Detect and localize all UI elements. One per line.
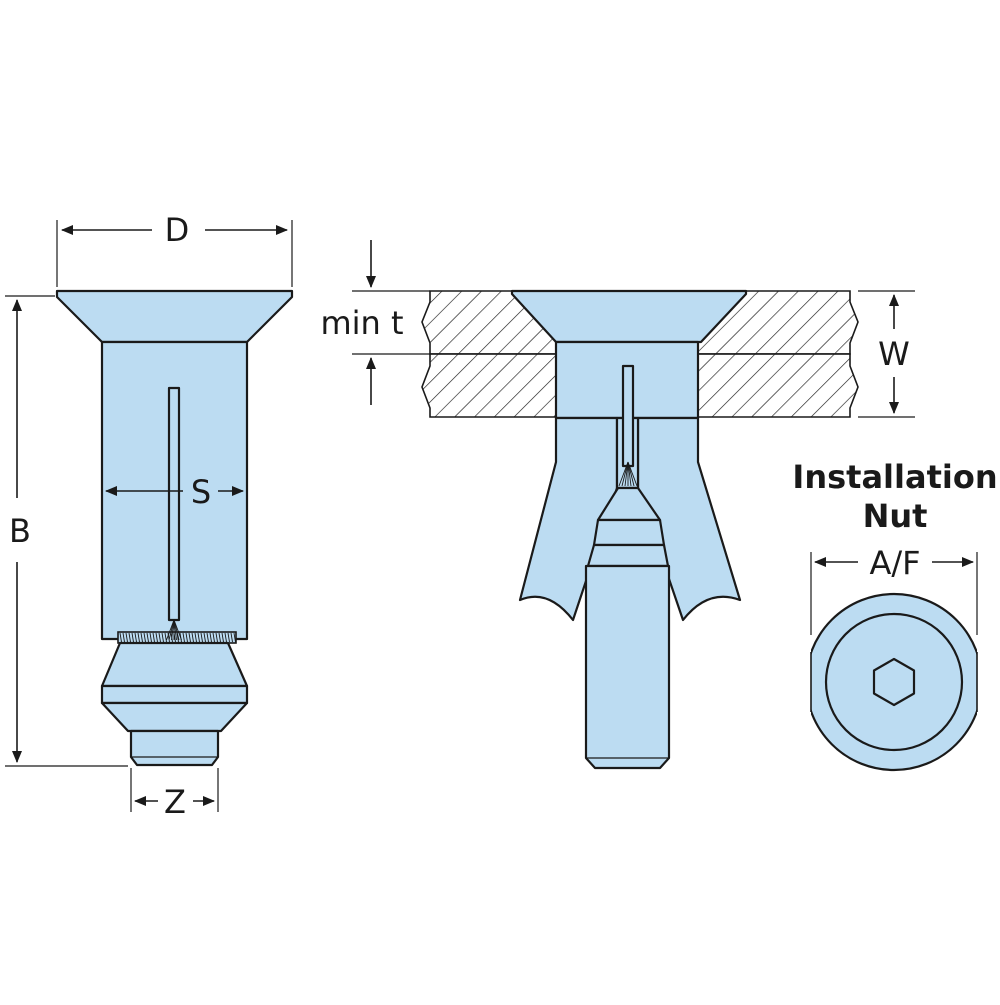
- installation-nut-view: Installation Nut A/F: [792, 458, 998, 772]
- hex-socket-icon: [872, 657, 916, 707]
- dimension-D: D: [56, 211, 293, 287]
- cone-nut-upper: [100, 641, 249, 688]
- dimension-B: B: [5, 295, 128, 767]
- installed-cone-lower: [586, 543, 670, 568]
- serrations: [119, 619, 236, 643]
- nut-heading: Nut: [863, 497, 928, 535]
- label-AF: A/F: [869, 544, 920, 582]
- fastener-head: [55, 289, 294, 344]
- installed-fastener: [421, 289, 859, 770]
- slot-serration: [618, 461, 638, 487]
- label-Z: Z: [164, 783, 186, 821]
- dimension-S: S: [105, 473, 244, 511]
- cone-nut-band: [100, 684, 249, 705]
- installed-slot: [621, 364, 635, 468]
- body-slot: [167, 386, 181, 622]
- label-W: W: [878, 335, 910, 373]
- uninstalled-fastener: [55, 289, 294, 767]
- dimension-min-t: min t: [320, 240, 430, 405]
- cone-nut-lower: [100, 701, 249, 733]
- label-B: B: [9, 512, 31, 550]
- installed-cone-band: [592, 518, 666, 547]
- label-D: D: [165, 211, 190, 249]
- installation-heading: Installation: [792, 458, 997, 496]
- dimension-W: W: [858, 290, 915, 418]
- label-S: S: [191, 473, 211, 511]
- label-min-t: min t: [320, 304, 403, 342]
- dimension-Z: Z: [130, 768, 219, 821]
- pin-end: [129, 729, 220, 767]
- installed-pin: [584, 564, 671, 770]
- installed-head: [510, 289, 748, 344]
